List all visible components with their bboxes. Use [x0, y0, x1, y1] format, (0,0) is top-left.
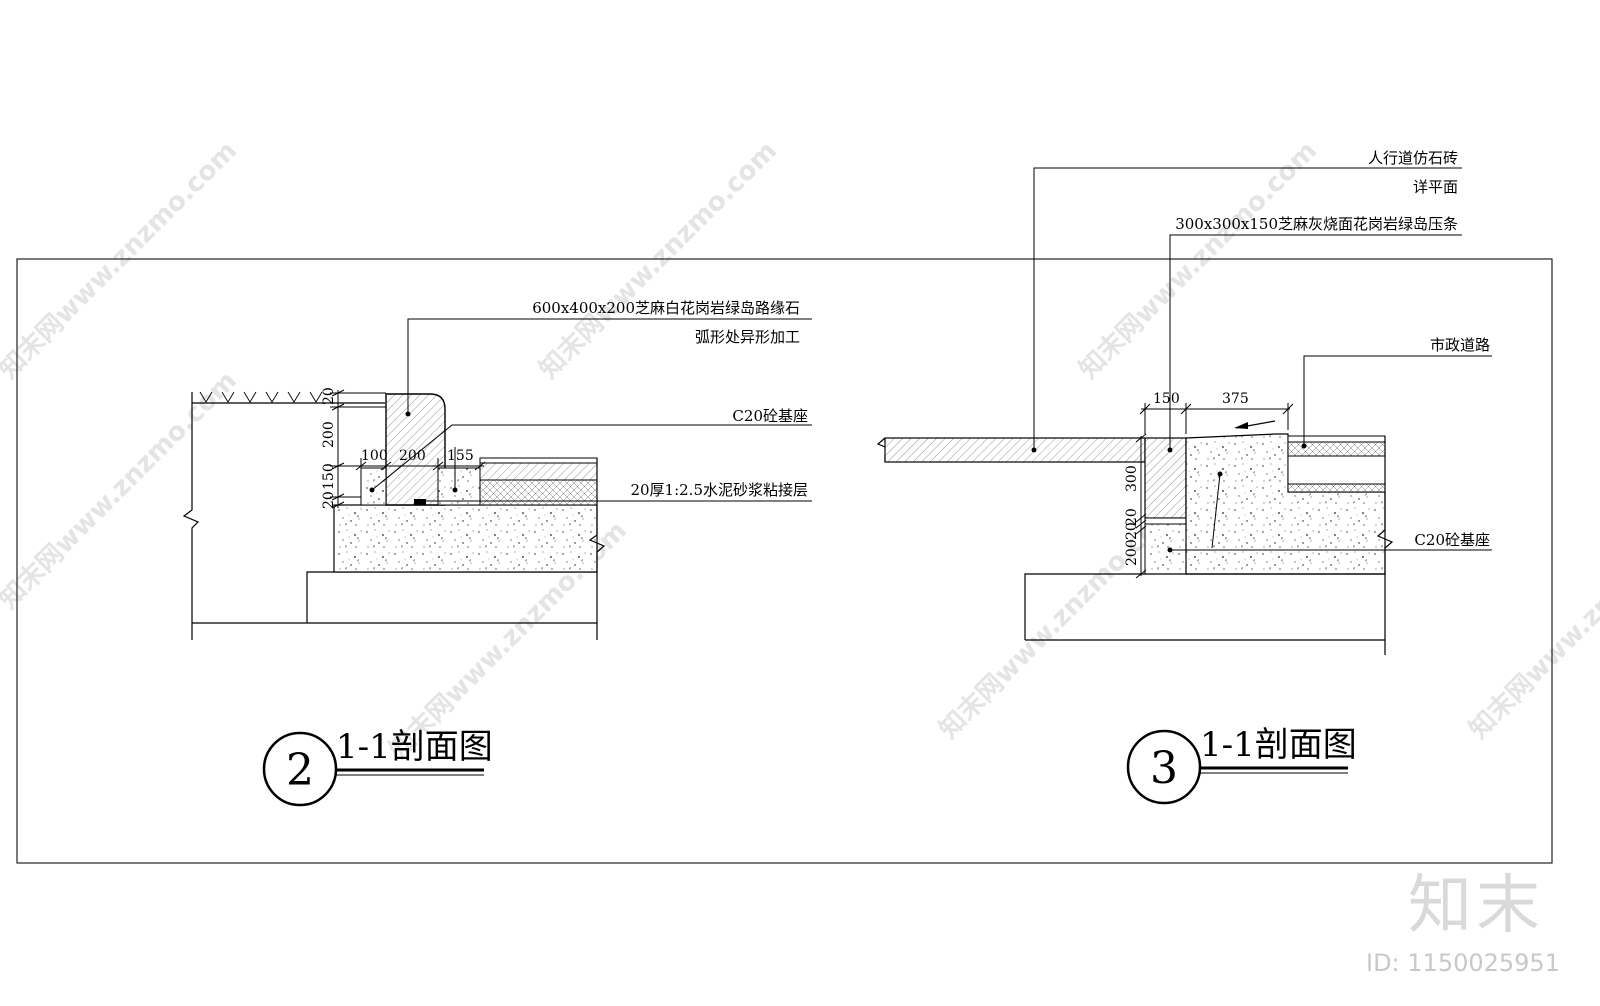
label-edge-strip: 300x300x150芝麻灰烧面花岗岩绿岛压条: [1175, 215, 1458, 233]
section-title: 1-1剖面图: [1200, 725, 1357, 765]
dim-mortar: 20: [321, 491, 337, 509]
section-number: 3: [1150, 743, 1178, 794]
section-number: 2: [286, 745, 314, 796]
section-3-drawing: 150 375 300 20 20 200 人行道仿石砖 详平面 30: [876, 149, 1492, 805]
brand-watermark: 知末: [1408, 869, 1544, 943]
label-c20-base: C20砼基座: [732, 407, 808, 425]
label-sidewalk-paving: 人行道仿石砖: [1368, 149, 1458, 167]
dim-curb-height: 200: [321, 421, 337, 448]
label-curb-stone: 600x400x200芝麻白花岗岩绿岛路缘石: [532, 299, 800, 317]
dim-top-20: 20: [321, 387, 337, 405]
section-title: 1-1剖面图: [336, 727, 493, 767]
dim-w-100: 100: [361, 448, 388, 464]
section-2-drawing: 20 200 150 20 100 200 155 600x: [182, 299, 812, 807]
dim-h-20a: 20: [1124, 508, 1140, 526]
dim-w-375: 375: [1222, 391, 1249, 407]
watermark-text: 知末网www.znzmo.com: [1074, 136, 1323, 385]
watermark-text: 知末网www.znzmo.com: [0, 136, 243, 385]
label-c20-base: C20砼基座: [1414, 531, 1490, 549]
dim-base-height: 150: [321, 463, 337, 490]
label-paving-note: 详平面: [1413, 178, 1458, 196]
dim-w-155: 155: [447, 448, 474, 464]
label-municipal-road: 市政道路: [1430, 336, 1490, 354]
dim-h-20b: 20: [1124, 522, 1140, 540]
image-id-watermark: ID: 1150025951: [1366, 949, 1560, 977]
dim-h-200: 200: [1124, 539, 1140, 566]
dim-w-200: 200: [399, 448, 426, 464]
dim-h-300: 300: [1124, 465, 1140, 492]
label-mortar-layer: 20厚1:2.5水泥砂浆粘接层: [630, 481, 808, 499]
label-curb-note: 弧形处异形加工: [695, 328, 800, 346]
watermark-text: 知末网www.znzmo.com: [534, 136, 783, 385]
sheet-frame: [16, 258, 1553, 864]
dim-w-150: 150: [1153, 391, 1180, 407]
